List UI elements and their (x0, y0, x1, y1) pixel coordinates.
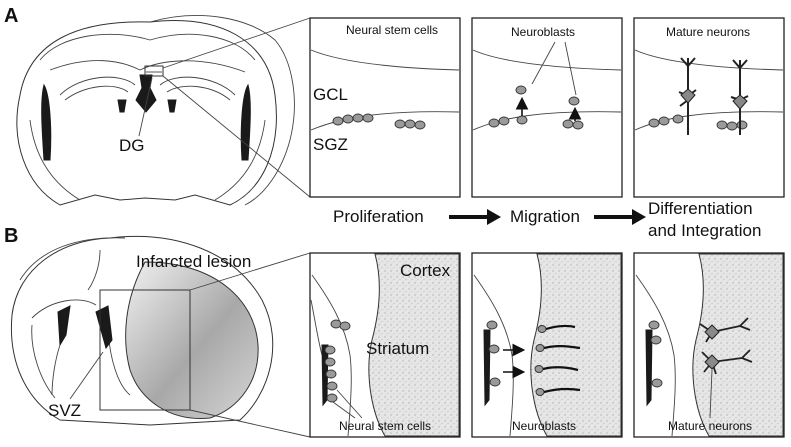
sgz-label: SGZ (313, 135, 348, 154)
box-a1-neural-stem-cells (309, 17, 461, 198)
zoom-line-a-bottom (162, 75, 311, 198)
box-b1-neural-stem-cells (309, 252, 461, 438)
panel-a-letter: A (4, 5, 18, 27)
stage-proliferation: Proliferation (333, 207, 424, 226)
svz-pointer-line (69, 351, 104, 400)
box-b1-bottom-label: Neural stem cells (339, 419, 431, 433)
box-a3-mature-neurons (633, 17, 785, 198)
striatum-label: Striatum (366, 339, 429, 358)
stage-integration: and Integration (648, 221, 761, 240)
box-a3-title: Mature neurons (666, 25, 750, 39)
box-b3-bottom-label: Mature neurons (668, 419, 752, 433)
box-a2-neuroblasts (471, 17, 623, 198)
dg-label: DG (119, 136, 145, 155)
stage-differentiation: Differentiation (648, 199, 753, 218)
box-a2-title: Neuroblasts (511, 25, 575, 39)
box-b2-neuroblasts (471, 252, 623, 438)
svz-label: SVZ (48, 401, 81, 420)
panel-a-brain-section (16, 15, 295, 206)
stage-arrow-2 (594, 209, 646, 225)
cortex-label: Cortex (400, 261, 451, 280)
zoom-line-b-bottom (189, 409, 311, 438)
zoom-line-a-top (162, 17, 311, 69)
zoom-line-b-top (189, 252, 311, 291)
dg-pointer-line (138, 77, 153, 137)
panel-b-letter: B (4, 225, 18, 247)
stage-migration: Migration (510, 207, 580, 226)
box-a1-title: Neural stem cells (346, 23, 438, 37)
stage-arrow-1 (449, 209, 501, 225)
infarcted-lesion-label: Infarcted lesion (136, 252, 251, 271)
panel-b-brain-section (10, 235, 274, 426)
gcl-label: GCL (313, 85, 348, 104)
box-b3-mature-neurons (633, 252, 785, 438)
box-b2-bottom-label: Neuroblasts (512, 419, 576, 433)
